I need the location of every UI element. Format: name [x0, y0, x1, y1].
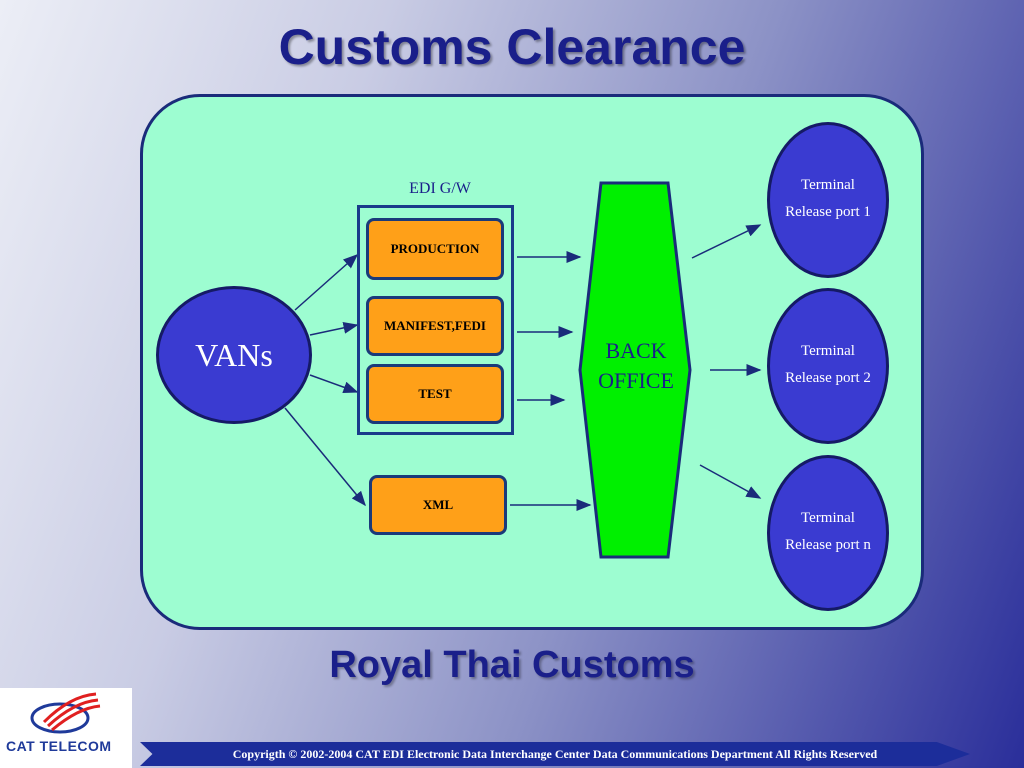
- footer-copyright: Copyrigth © 2002-2004 CAT EDI Electronic…: [140, 742, 970, 766]
- vans-node: VANs: [156, 286, 312, 424]
- logo-swoosh-icon: [30, 692, 101, 734]
- arrow-vans-production: [294, 254, 359, 311]
- production-module: PRODUCTION: [366, 218, 504, 280]
- page-title: Customs Clearance: [278, 19, 746, 75]
- arrow-vans-manifest: [309, 321, 359, 336]
- manifest-fedi-module: MANIFEST,FEDI: [366, 296, 504, 356]
- terminal-release-port-2: Terminal Release port 2: [767, 288, 889, 444]
- back-office-shape: [578, 181, 692, 559]
- arrow-backoffice-terminal-1: [691, 224, 762, 259]
- test-module: TEST: [366, 364, 504, 424]
- terminal-release-port-n: Terminal Release port n: [767, 455, 889, 611]
- arrow-vans-xml: [284, 407, 366, 507]
- terminal-release-port-1: Terminal Release port 1: [767, 122, 889, 278]
- xml-module: XML: [369, 475, 507, 535]
- arrow-backoffice-terminal-n: [699, 464, 762, 499]
- back-office-label: BACK OFFICE: [598, 338, 674, 393]
- edi-gateway-label: EDI G/W: [409, 180, 471, 197]
- logo-text: CAT TELECOM: [6, 738, 112, 754]
- subtitle: Royal Thai Customs: [329, 644, 695, 686]
- cat-telecom-logo: CAT TELECOM: [0, 688, 132, 768]
- edi-gateway-box: [357, 205, 514, 435]
- arrow-vans-test: [309, 374, 359, 394]
